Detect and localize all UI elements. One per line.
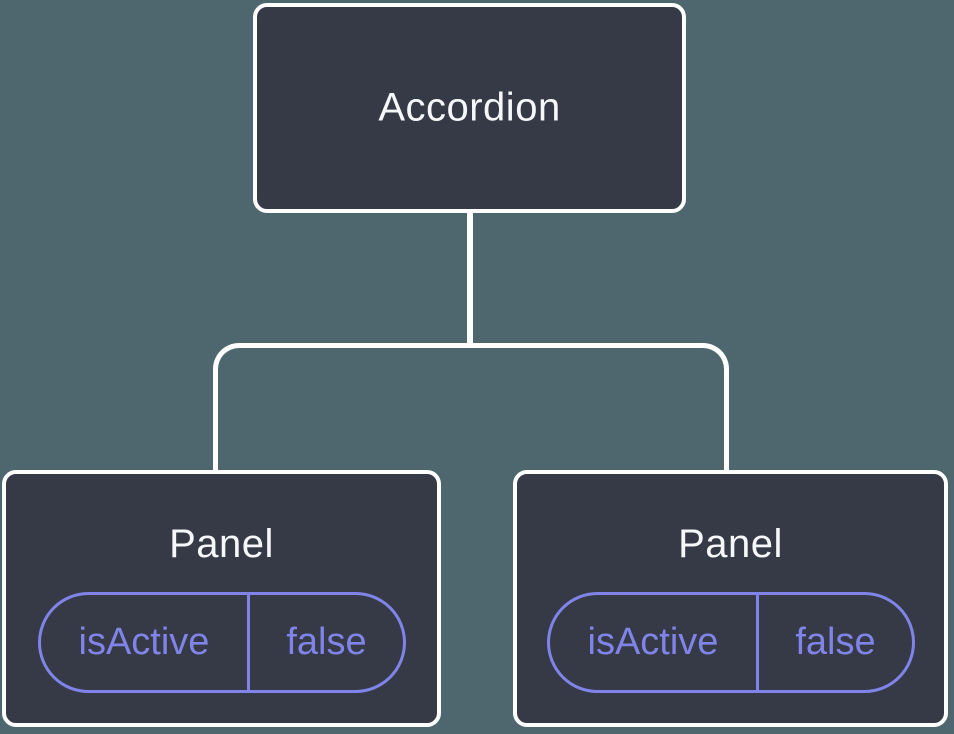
panel-node-label: Panel bbox=[169, 522, 274, 566]
accordion-node-label: Accordion bbox=[378, 85, 561, 130]
panel-node-right: Panel isActive false bbox=[513, 470, 948, 727]
state-value: false bbox=[286, 621, 367, 663]
panel-node-left: Panel isActive false bbox=[2, 470, 441, 727]
state-pill: isActive false bbox=[546, 592, 915, 693]
panel-node-label: Panel bbox=[678, 522, 783, 566]
state-pill: isActive false bbox=[37, 592, 406, 693]
accordion-node: Accordion bbox=[253, 3, 686, 213]
state-value: false bbox=[795, 621, 876, 663]
connector-stem-line bbox=[467, 213, 473, 346]
state-name: isActive bbox=[41, 595, 251, 690]
state-name: isActive bbox=[550, 595, 760, 690]
connector-bracket-line bbox=[213, 343, 729, 470]
